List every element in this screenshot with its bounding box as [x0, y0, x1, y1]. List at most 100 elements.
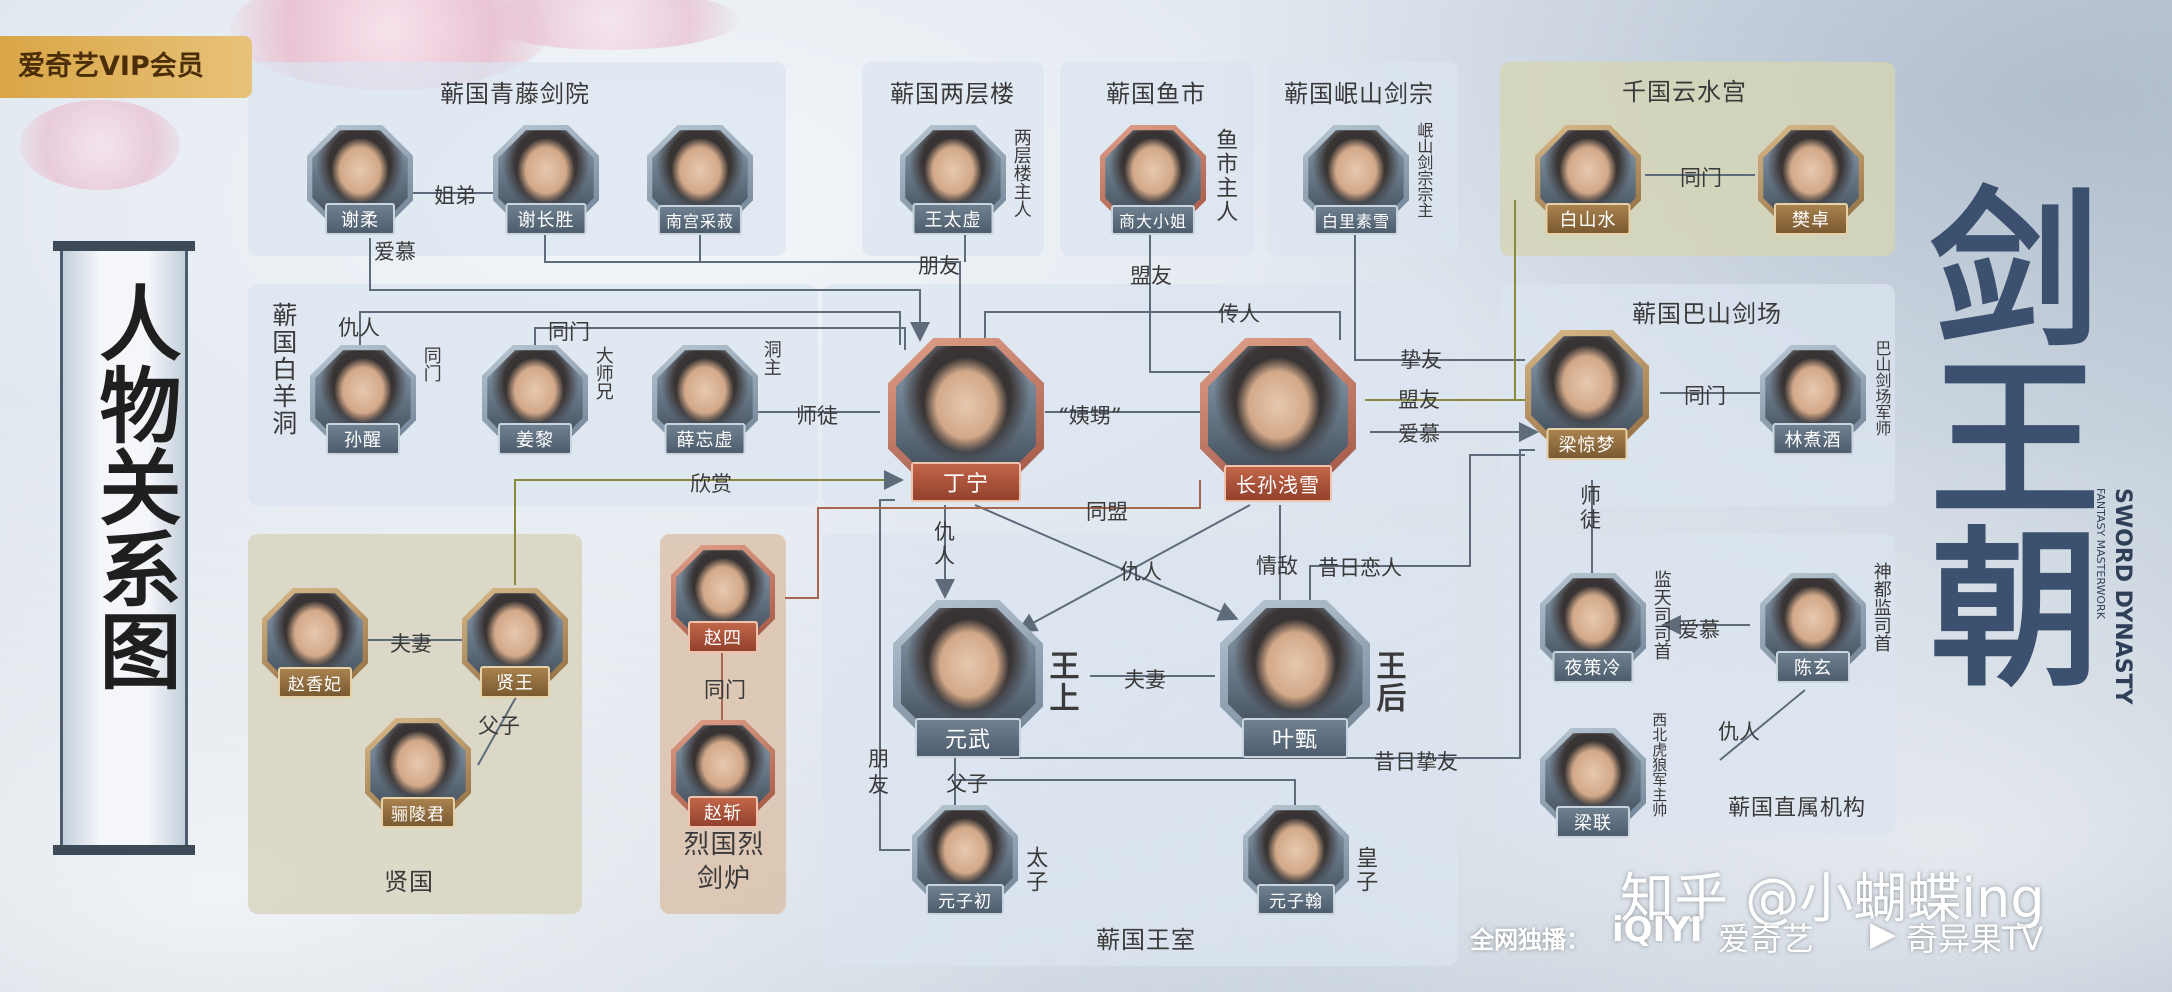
name-plate: 白山水 [1545, 203, 1631, 235]
char-lianglian[interactable]: 梁联 [1540, 728, 1646, 838]
title-yuanhan: 皇子 [1352, 846, 1378, 894]
line-mengyou1 [1149, 232, 1210, 373]
play-icon: ▶ [1870, 914, 1897, 954]
char-xianwang[interactable]: 贤王 [462, 588, 568, 698]
name-plate: 林煮酒 [1772, 423, 1854, 455]
line-tongmeng [785, 480, 1201, 599]
name-plate: 王太虚 [912, 203, 994, 235]
char-liangjingmeng[interactable]: 梁惊梦 [1525, 330, 1649, 460]
group-label-qingteng: 蕲国青藤剑院 [440, 80, 590, 108]
char-shangxiaojie[interactable]: 商大小姐 [1100, 125, 1206, 235]
char-baili[interactable]: 白里素雪 [1303, 125, 1409, 235]
title-lianglian: 西北虎狼军主帅 [1650, 712, 1669, 817]
title-shang: 鱼市主人 [1212, 128, 1238, 224]
iqiyi-logo-mark: iQIYI [1612, 910, 1703, 950]
char-jiangli[interactable]: 姜黎 [482, 345, 588, 455]
rel-zhiyou: 挚友 [1400, 348, 1442, 372]
char-baishanshui[interactable]: 白山水 [1535, 125, 1641, 235]
line-fuzi1 [477, 689, 521, 766]
line-fuzi2 [954, 745, 1296, 820]
rel-fuzi1: 父子 [478, 714, 520, 738]
char-xiechangsheng[interactable]: 谢长胜 [493, 125, 599, 235]
line-pengyou2 [879, 499, 910, 851]
rel-tongmen-yun: 同门 [1680, 166, 1722, 190]
rel-fuqi2: 夫妻 [1124, 668, 1166, 692]
line-chouren-x1 [974, 504, 1239, 621]
group-label-minshan: 蕲国岷山剑宗 [1284, 80, 1434, 108]
char-fanzhuo[interactable]: 樊卓 [1758, 125, 1864, 235]
name-plate: 叶甄 [1241, 718, 1349, 758]
name-plate: 樊卓 [1774, 203, 1848, 235]
name-plate: 元子初 [926, 884, 1004, 915]
rel-qingdi: 情敌 [1256, 554, 1298, 578]
char-lilingjun[interactable]: 骊陵君 [365, 718, 471, 828]
group-label-yunshui: 千国云水宫 [1622, 78, 1747, 106]
char-yezheleng[interactable]: 夜策冷 [1540, 573, 1646, 683]
line-chouren-x2 [1016, 504, 1251, 632]
rel-tongmen1: 同门 [548, 320, 590, 344]
title-wangtaixu: 两层楼主人 [1010, 128, 1032, 218]
vip-badge[interactable]: 爱奇艺VIP会员 [0, 36, 252, 98]
char-chenxuan[interactable]: 陈玄 [1760, 573, 1866, 683]
qiyiguo-label: 奇异果TV [1906, 920, 2044, 958]
char-linzhujiu[interactable]: 林煮酒 [1760, 345, 1866, 455]
char-xierou[interactable]: 谢柔 [307, 125, 413, 235]
rel-pengyou2: 朋友 [868, 747, 889, 797]
group-label-zhishu: 蕲国直属机构 [1728, 796, 1867, 821]
char-yuanwu[interactable]: 元武 [893, 600, 1043, 758]
rel-mengyou1: 盟友 [1130, 264, 1172, 288]
char-zhaoxiangfei[interactable]: 赵香妃 [262, 588, 368, 698]
line-chuanren [984, 311, 1341, 340]
rel-mengyou2: 盟友 [1398, 388, 1440, 412]
rel-tongmen-ba: 同门 [1684, 384, 1726, 408]
name-plate: 姜黎 [498, 423, 572, 455]
group-label-lieguo: 烈国烈剑炉 [683, 830, 765, 894]
title-yezhen: 王后 [1370, 650, 1406, 714]
char-xuewangxu[interactable]: 薛忘虚 [652, 345, 758, 455]
rel-chouren1: 仇人 [338, 316, 380, 340]
title-yuanwu: 王上 [1043, 650, 1079, 714]
char-zhangsun[interactable]: 长孙浅雪 [1200, 338, 1356, 502]
rel-chuanren: 传人 [1218, 302, 1260, 326]
char-nangong[interactable]: 南宫采菽 [647, 125, 753, 235]
title-yezheleng: 监天司司首 [1650, 570, 1672, 660]
name-plate: 长孙浅雪 [1224, 465, 1332, 502]
rel-chouren4: 仇人 [1718, 720, 1760, 744]
name-plate: 孙醒 [326, 423, 400, 455]
rel-xinshang: 欣赏 [690, 472, 732, 496]
name-plate: 贤王 [480, 666, 550, 698]
char-yuanchu[interactable]: 元子初 [912, 805, 1018, 915]
name-plate: 梁联 [1556, 806, 1630, 838]
zhihu-watermark: 知乎 @小蝴蝶ing [1620, 867, 2045, 930]
char-sunxing[interactable]: 孙醒 [310, 345, 416, 455]
name-plate: 谢柔 [325, 203, 395, 235]
line-chouren4 [1719, 689, 1806, 761]
name-plate: 南宫采菽 [657, 205, 743, 235]
char-yezhen[interactable]: 叶甄 [1220, 600, 1370, 758]
line-pengyou-xie [544, 232, 961, 338]
line-zhiyou [1354, 232, 1525, 361]
name-plate: 赵斩 [688, 796, 758, 828]
name-plate: 赵四 [688, 621, 758, 653]
page-title: 人物关系图 [85, 281, 181, 691]
name-plate: 薛忘虚 [664, 423, 746, 455]
group-label-xianguo: 贤国 [384, 868, 434, 896]
line-aimu1 [369, 238, 930, 342]
drama-logo: 剑王朝 [1900, 180, 2100, 690]
char-wangtaixu[interactable]: 王太虚 [900, 125, 1006, 235]
rel-fuzi2: 父子 [946, 772, 988, 796]
title-yuanchu: 太子 [1022, 846, 1048, 894]
char-zhaosi[interactable]: 赵四 [671, 545, 775, 653]
name-plate: 骊陵君 [381, 797, 455, 828]
name-plate: 元武 [914, 718, 1022, 758]
char-dingning[interactable]: 丁宁 [888, 338, 1044, 502]
name-plate: 陈玄 [1776, 651, 1850, 683]
rel-aimu3: 爱慕 [1678, 618, 1720, 642]
group-label-baiyang: 蕲国白羊洞 [268, 302, 298, 437]
char-zhaozhan[interactable]: 赵斩 [671, 720, 775, 828]
rel-fuqi1: 夫妻 [390, 632, 432, 656]
group-label-bashan: 蕲国巴山剑场 [1632, 300, 1782, 328]
char-yuanhan[interactable]: 元子翰 [1243, 805, 1349, 915]
rel-pengyou1: 朋友 [918, 254, 960, 278]
